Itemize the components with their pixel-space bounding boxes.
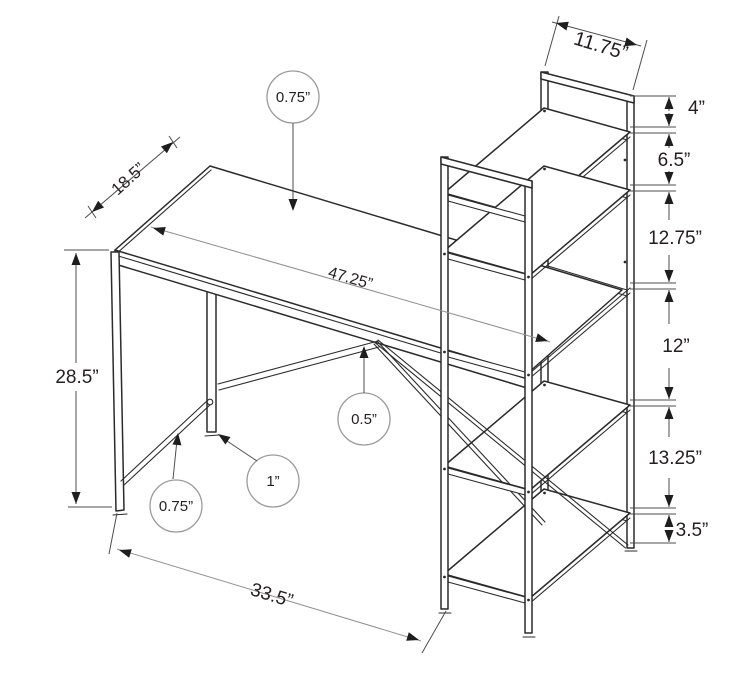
callout-leg-tube-label: 1” [266, 473, 279, 490]
callout-desktop-thickness: 0.75” [266, 70, 320, 211]
center-brace-right [374, 339, 629, 549]
shelf-board [443, 488, 631, 599]
dim-shelf-spacing-label: 4” [688, 98, 705, 119]
callout-desktop-thickness-label: 0.75” [276, 89, 310, 106]
callout-circle [149, 479, 203, 533]
dim-shelf-spacings: 4” 6.5” 12.75” 12” 13.25” 3.5” [630, 95, 709, 544]
callout-side-brace-label: 0.75” [159, 498, 193, 515]
dim-base-span-label: 33.5” [248, 579, 296, 612]
shelf-front-left-post [440, 156, 449, 610]
dim-shelf-spacing-label: 6.5” [658, 150, 691, 171]
dim-base-span: 33.5” [108, 512, 447, 654]
callout-leg-tube: 1” [218, 434, 300, 508]
dim-shelf-spacing-label: 13.25” [648, 448, 702, 469]
support-braces [373, 339, 629, 549]
desk-side-brace [120, 399, 212, 486]
screw-dots [443, 109, 627, 602]
callout-center-brace-label: 0.5” [351, 411, 377, 428]
dim-desk-height: 28.5” [55, 249, 112, 508]
callout-side-brace: 0.75” [149, 433, 203, 533]
dim-shelf-spacing-label: 12” [662, 336, 689, 357]
shelf-front-right-post [524, 180, 533, 634]
dim-desk-depth-label: 18.5” [108, 159, 150, 199]
callout-circle [246, 454, 300, 508]
shelf-back-right-post [626, 95, 635, 549]
shelf-boards-upper [443, 107, 631, 281]
shelf-front-frame [438, 156, 536, 638]
dim-shelf-width-label: 11.75” [571, 28, 630, 65]
dim-shelf-spacing-label: 12.75” [648, 228, 702, 249]
desk-front-left-leg [110, 251, 125, 512]
shelf-back-top-bar [540, 71, 635, 104]
shelf-board [443, 380, 631, 491]
dim-desk-height-label: 28.5” [55, 367, 98, 388]
dim-shelf-spacing-label: 3.5” [676, 520, 709, 541]
callout-center-brace: 0.5” [337, 346, 391, 446]
desk-stretcher [217, 340, 380, 391]
shelf-front-top-bar [440, 156, 533, 189]
